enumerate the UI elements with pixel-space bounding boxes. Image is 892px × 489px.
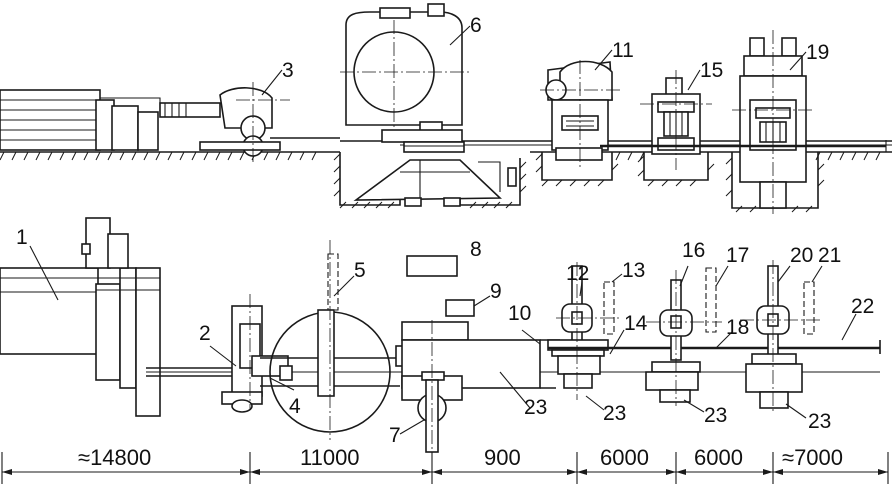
coil-feeder-1 [0, 217, 161, 417]
label-19: 19 [806, 41, 829, 64]
press-11 [540, 60, 620, 181]
label-10: 10 [508, 302, 531, 325]
label-23-b: 23 [603, 402, 626, 425]
press-19 [731, 30, 819, 214]
label-1: 1 [16, 226, 28, 249]
label-16: 16 [682, 239, 705, 262]
elevation-view: 3 6 [0, 3, 892, 214]
dim-6000-b: 6000 [694, 445, 743, 470]
label-11: 11 [612, 39, 634, 62]
label-4: 4 [289, 395, 301, 418]
component-9 [445, 299, 475, 317]
label-2: 2 [199, 322, 211, 345]
label-20: 20 [790, 244, 813, 267]
label-18: 18 [726, 316, 749, 339]
dim-14800: ≈14800 [78, 445, 151, 470]
label-23-d: 23 [808, 410, 831, 433]
straightener-2 [221, 294, 293, 413]
dimension-line: ≈14800 11000 900 6000 6000 ≈7000 [1, 445, 889, 484]
plan-view: 1 2 4 5 8 [0, 217, 881, 456]
main-press-plan [260, 240, 407, 440]
label-12: 12 [566, 262, 589, 285]
dim-11000: 11000 [300, 445, 360, 470]
label-21: 21 [818, 244, 841, 267]
label-3: 3 [282, 59, 294, 82]
main-press [339, 3, 521, 207]
label-8: 8 [470, 238, 482, 261]
station-c [740, 260, 822, 412]
dim-6000-a: 6000 [600, 445, 649, 470]
label-15: 15 [700, 59, 723, 82]
label-22: 22 [851, 295, 874, 318]
station-b [645, 267, 722, 406]
label-14: 14 [624, 312, 648, 335]
coil-storage-unit [0, 89, 161, 151]
label-5: 5 [354, 259, 366, 282]
straightener-machine [159, 82, 290, 162]
dim-900: 900 [484, 445, 521, 470]
press-stand-plan [401, 320, 560, 456]
label-17: 17 [726, 244, 749, 267]
label-6: 6 [470, 14, 482, 37]
label-7: 7 [389, 424, 401, 447]
component-8 [406, 255, 458, 277]
station-a [547, 262, 620, 400]
dim-7000: ≈7000 [782, 445, 843, 470]
label-9: 9 [490, 280, 502, 303]
label-23-c: 23 [704, 404, 727, 427]
label-13: 13 [622, 259, 645, 282]
press-15 [640, 70, 712, 181]
label-23-a: 23 [524, 396, 547, 419]
